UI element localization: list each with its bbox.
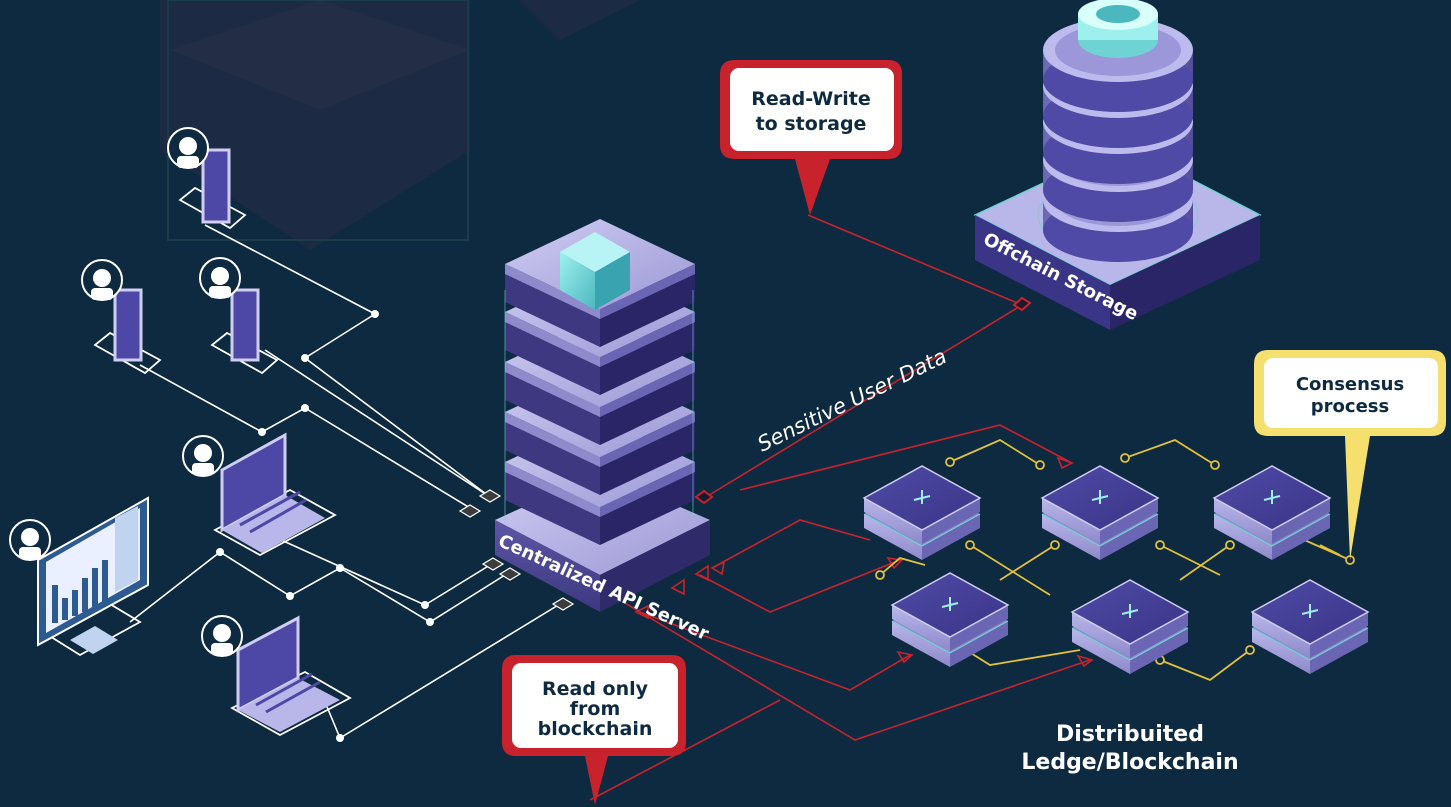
laptop-icon: [236, 615, 340, 732]
callout-consensus-line2: process: [1311, 396, 1389, 417]
sensitive-user-data-label: Sensitive User Data: [754, 344, 951, 456]
blockchain-node-icon: [1212, 465, 1332, 560]
blockchain-label-line2: Ledge/Blockchain: [1021, 750, 1238, 775]
blockchain-node-icon: [862, 465, 982, 560]
user-avatar-icon: [199, 257, 241, 299]
blockchain-node-icon: [1070, 579, 1190, 674]
client-phone-user-1: [167, 127, 247, 230]
callout-consensus-line1: Consensus: [1296, 374, 1404, 395]
callout-read-only-line2: from: [570, 698, 621, 720]
mobile-phone-icon: [113, 288, 143, 362]
callout-read-only-line3: blockchain: [538, 718, 653, 740]
red-arrowheads: [634, 456, 1094, 668]
centralized-api-server: Centralized API Server: [495, 219, 712, 645]
blockchain-label-line1: Distribuited: [1056, 722, 1204, 747]
blockchain-node-icon: [1250, 579, 1370, 674]
client-desktop-user-5: [9, 496, 149, 657]
storage-connectors: [589, 214, 1091, 801]
callout-read-only-line1: Read only: [542, 678, 649, 700]
callout-consensus: Consensus process: [1254, 350, 1446, 560]
connector-joints: [216, 310, 434, 742]
user-avatar-icon: [81, 259, 123, 301]
mobile-phone-icon: [201, 148, 231, 224]
client-connectors: [129, 224, 561, 740]
user-avatar-icon: [9, 519, 51, 561]
user-avatar-icon: [182, 435, 224, 477]
client-laptop-user-4: [182, 432, 337, 557]
client-phone-user-3: [199, 257, 279, 375]
laptop-icon: [220, 432, 325, 553]
blockchain-nodes: [862, 465, 1370, 674]
callout-read-only: Read only from blockchain: [502, 655, 686, 805]
background-decoration: [160, 0, 640, 250]
desktop-monitor-icon: [37, 496, 149, 654]
client-phone-user-2: [81, 259, 162, 375]
blockchain-connectors: [879, 438, 1351, 682]
user-avatar-icon: [201, 615, 243, 657]
blockchain-node-icon: [1040, 465, 1160, 560]
callout-read-write-line1: Read-Write: [751, 88, 870, 110]
bar-chart-icon: [52, 560, 108, 623]
database-cylinder-icon: [1043, 0, 1193, 262]
user-avatar-icon: [167, 127, 209, 169]
red-joints: [694, 296, 1032, 505]
server-ports: [458, 489, 575, 611]
client-laptop-user-6: [201, 615, 352, 737]
offchain-storage: Offchain Storage: [973, 0, 1262, 330]
server-stack-icon: [495, 219, 710, 612]
callout-read-write: Read-Write to storage: [720, 60, 902, 215]
blockchain-node-icon: [890, 572, 1010, 667]
callout-read-write-line2: to storage: [756, 113, 867, 135]
mobile-phone-icon: [230, 288, 260, 362]
